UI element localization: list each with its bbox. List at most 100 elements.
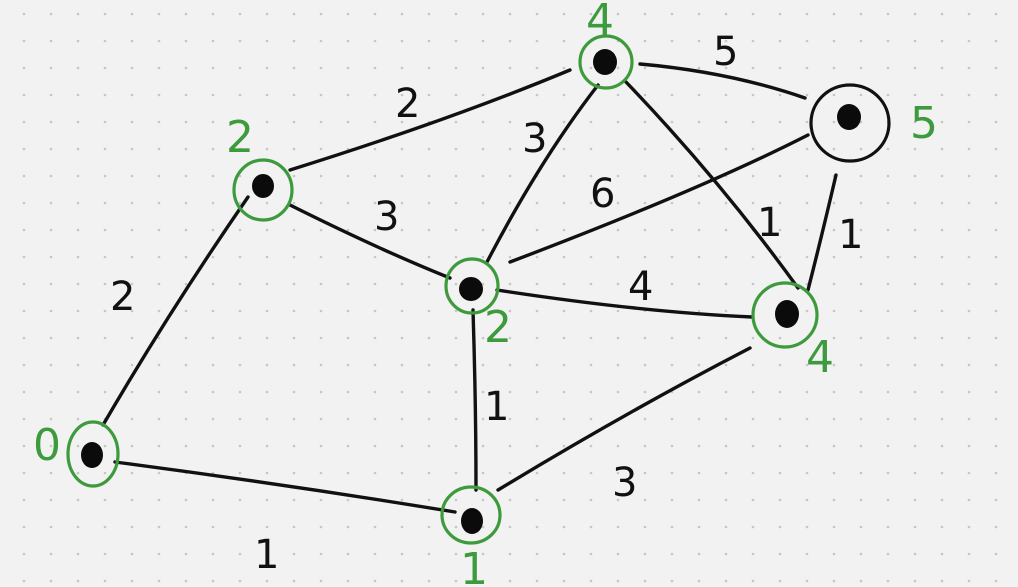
- grid-dot: [103, 471, 107, 475]
- grid-dot: [832, 12, 836, 16]
- grid-dot: [589, 471, 593, 475]
- grid-dot: [157, 174, 161, 178]
- node-dot: [775, 300, 799, 328]
- grid-dot: [184, 39, 188, 43]
- grid-dot: [913, 228, 917, 232]
- grid-dot: [130, 309, 134, 313]
- grid-dot: [427, 39, 431, 43]
- grid-dot: [508, 363, 512, 367]
- grid-dot: [508, 282, 512, 286]
- grid-dot: [76, 93, 80, 97]
- grid-dot: [103, 201, 107, 205]
- grid-dot: [373, 282, 377, 286]
- grid-dot: [319, 552, 323, 556]
- grid-dot: [535, 471, 539, 475]
- grid-dot: [22, 390, 26, 394]
- grid-dot: [427, 552, 431, 556]
- grid-dot: [616, 363, 620, 367]
- grid-dot: [319, 282, 323, 286]
- grid-dot: [913, 255, 917, 259]
- grid-dot: [265, 66, 269, 70]
- grid-dot: [751, 147, 755, 151]
- grid-dot: [616, 579, 620, 583]
- grid-dot: [103, 120, 107, 124]
- grid-dot: [616, 309, 620, 313]
- grid-dot: [859, 498, 863, 502]
- grid-dot: [805, 525, 809, 529]
- grid-dot: [967, 417, 971, 421]
- grid-dot: [238, 336, 242, 340]
- grid-dot: [130, 12, 134, 16]
- grid-dot: [751, 174, 755, 178]
- grid-dot: [913, 363, 917, 367]
- grid-dot: [400, 282, 404, 286]
- grid-dot: [913, 66, 917, 70]
- grid-dot: [535, 93, 539, 97]
- grid-dot: [265, 255, 269, 259]
- grid-dot: [265, 201, 269, 205]
- grid-dot: [265, 525, 269, 529]
- grid-dot: [724, 363, 728, 367]
- grid-dot: [859, 417, 863, 421]
- grid-dot: [427, 309, 431, 313]
- grid-dot: [913, 498, 917, 502]
- grid-dot: [157, 498, 161, 502]
- grid-dot: [373, 120, 377, 124]
- grid-dot: [454, 525, 458, 529]
- grid-dot: [778, 201, 782, 205]
- grid-dot: [22, 525, 26, 529]
- grid-dot: [238, 228, 242, 232]
- grid-dot: [211, 174, 215, 178]
- grid-dot: [940, 120, 944, 124]
- grid-dot: [751, 282, 755, 286]
- grid-dot: [184, 147, 188, 151]
- grid-dot: [805, 120, 809, 124]
- grid-dot: [103, 525, 107, 529]
- grid-dot: [886, 390, 890, 394]
- grid-dot: [859, 390, 863, 394]
- grid-dot: [157, 309, 161, 313]
- grid-dot: [373, 336, 377, 340]
- grid-dot: [913, 444, 917, 448]
- grid-dot: [832, 228, 836, 232]
- grid-dot: [211, 12, 215, 16]
- grid-dot: [481, 12, 485, 16]
- grid-dot: [292, 174, 296, 178]
- grid-dot: [940, 201, 944, 205]
- grid-dot: [373, 201, 377, 205]
- grid-dot: [697, 174, 701, 178]
- grid-dot: [886, 228, 890, 232]
- visited-ring: [232, 158, 294, 222]
- grid-dot: [508, 39, 512, 43]
- grid-dot: [805, 471, 809, 475]
- grid-dot: [49, 525, 53, 529]
- grid-dot: [265, 363, 269, 367]
- grid-dot: [832, 120, 836, 124]
- grid-dot: [940, 93, 944, 97]
- grid-dot: [76, 417, 80, 421]
- grid-dot: [373, 444, 377, 448]
- grid-dot: [643, 255, 647, 259]
- grid-dot: [751, 120, 755, 124]
- grid-dot: [670, 201, 674, 205]
- grid-dot: [697, 444, 701, 448]
- grid-dot: [940, 147, 944, 151]
- node-dot: [252, 174, 274, 198]
- grid-dot: [778, 12, 782, 16]
- grid-dot: [373, 147, 377, 151]
- grid-dot: [832, 390, 836, 394]
- grid-dot: [481, 147, 485, 151]
- grid-dot: [346, 471, 350, 475]
- grid-dot: [832, 444, 836, 448]
- grid-dot: [49, 579, 53, 583]
- grid-dot: [805, 39, 809, 43]
- grid-dot: [751, 336, 755, 340]
- grid-dot: [535, 120, 539, 124]
- grid-dot: [913, 282, 917, 286]
- grid-dot: [400, 309, 404, 313]
- grid-dot: [292, 255, 296, 259]
- grid-dot: [724, 12, 728, 16]
- grid-dot: [157, 471, 161, 475]
- grid-dot: [130, 147, 134, 151]
- grid-dot: [589, 282, 593, 286]
